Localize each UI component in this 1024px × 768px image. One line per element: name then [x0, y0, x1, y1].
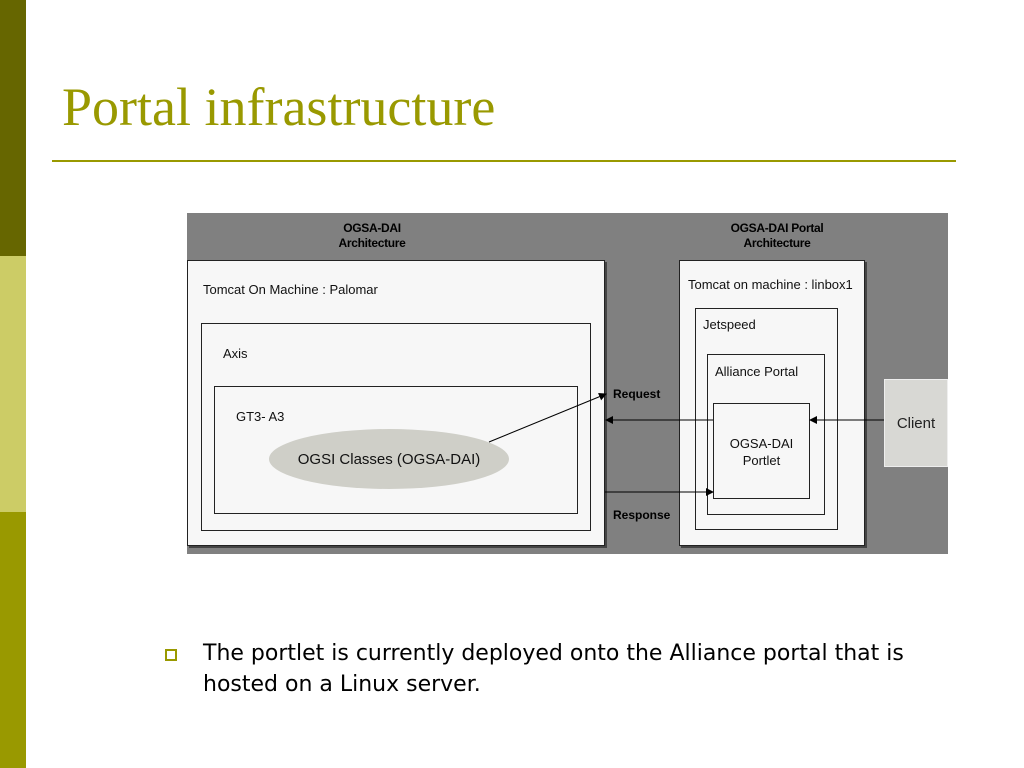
title-divider [52, 160, 956, 162]
axis-label: Axis [223, 346, 248, 361]
right-header-line-1: OGSA-DAI Portal [730, 221, 824, 235]
response-label: Response [613, 508, 671, 522]
tomcat-linbox-label: Tomcat on machine : linbox1 [688, 277, 853, 292]
request-label: Request [613, 387, 661, 401]
portlet-label-line-2: Portlet [742, 453, 781, 468]
ogsi-classes-label: OGSI Classes (OGSA-DAI) [297, 450, 481, 468]
left-header-line-1: OGSA-DAI [343, 221, 401, 235]
right-header-line-2: Architecture [743, 236, 811, 250]
left-header-line-2: Architecture [338, 236, 406, 250]
tomcat-palomar-label: Tomcat On Machine : Palomar [203, 282, 378, 297]
ogsi-to-request-arrow [488, 392, 607, 443]
portlet-label-line-1: OGSA-DAI [729, 436, 794, 451]
right-architecture-header: OGSA-DAI Portal Architecture [707, 221, 847, 251]
slide-title: Portal infrastructure [62, 77, 496, 137]
client-label: Client [896, 414, 936, 432]
sidebar-stripe-olive [0, 512, 26, 768]
diagram-connectors [488, 392, 884, 496]
bullet-text: The portlet is currently deployed onto t… [203, 641, 904, 697]
jetspeed-label: Jetspeed [703, 317, 756, 332]
sidebar-stripe-light [0, 256, 26, 512]
portlet-box [713, 403, 810, 499]
gt3-label: GT3- A3 [236, 409, 285, 424]
bullet-square-icon [165, 649, 177, 661]
ogsi-classes-ellipse: OGSI Classes (OGSA-DAI) [269, 429, 509, 489]
client-box: Client [884, 379, 948, 467]
architecture-diagram: OGSA-DAI Architecture OGSA-DAI Portal Ar… [187, 213, 948, 554]
portlet-label: OGSA-DAI Portlet [713, 435, 810, 469]
sidebar-stripe-dark [0, 0, 26, 256]
alliance-portal-label: Alliance Portal [715, 364, 799, 379]
left-architecture-header: OGSA-DAI Architecture [317, 221, 427, 251]
